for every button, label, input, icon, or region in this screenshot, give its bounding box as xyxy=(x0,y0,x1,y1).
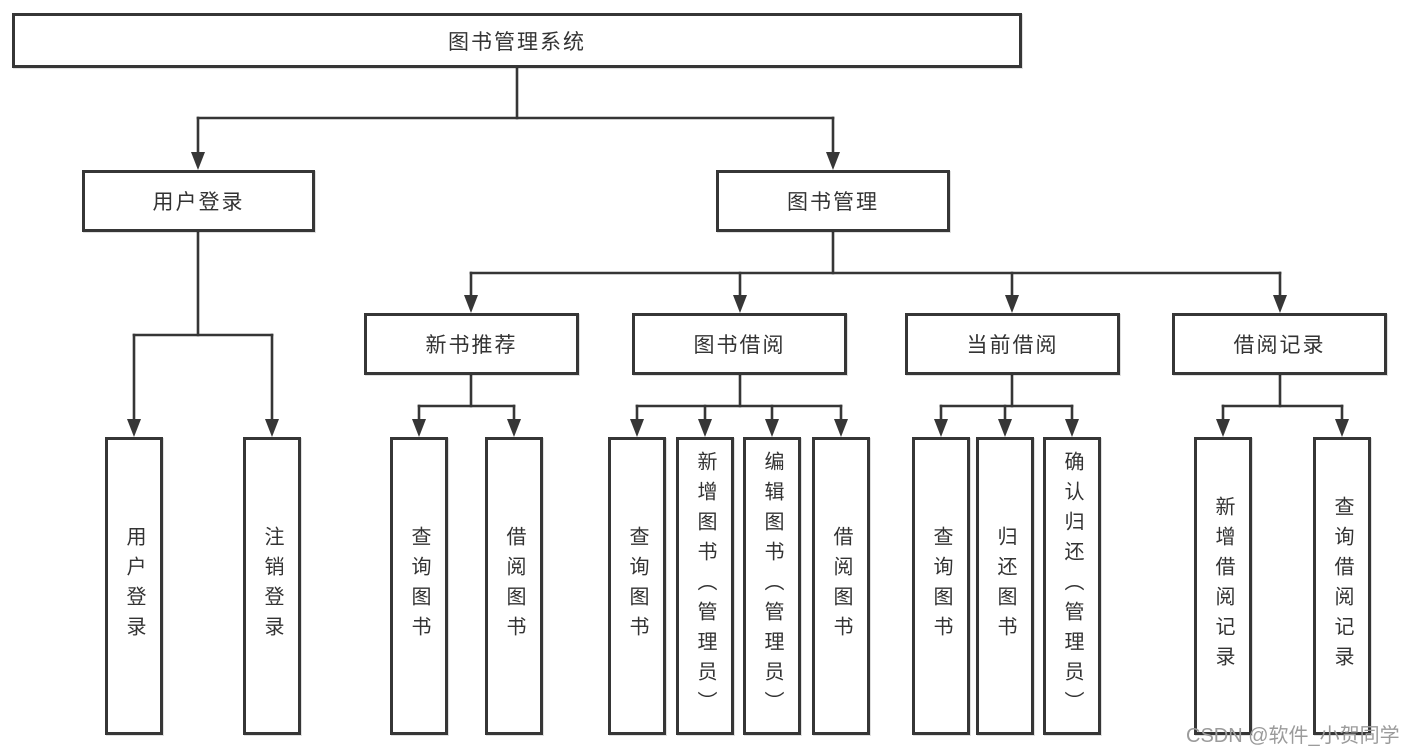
node-new-book-recommend: 新书推荐 xyxy=(364,313,579,375)
leaf-query-books-borrow: 查询图书 xyxy=(608,437,666,735)
leaf-borrow-books-borrow-label: 借阅图书 xyxy=(830,526,852,646)
leaf-edit-book-admin-label: 编辑图书（管理员） xyxy=(761,451,783,721)
leaf-query-books-current-label: 查询图书 xyxy=(930,526,952,646)
node-book-borrow-label: 图书借阅 xyxy=(693,334,786,357)
leaf-logout-label: 注销登录 xyxy=(261,526,283,646)
leaf-user-login: 用户登录 xyxy=(105,437,163,735)
node-user-login: 用户登录 xyxy=(82,170,315,232)
leaf-logout: 注销登录 xyxy=(243,437,301,735)
leaf-add-borrow-record-label: 新增借阅记录 xyxy=(1212,496,1234,676)
node-current-borrow-label: 当前借阅 xyxy=(966,334,1059,357)
leaf-user-login-label: 用户登录 xyxy=(123,526,145,646)
leaf-confirm-return-admin-label: 确认归还（管理员） xyxy=(1061,451,1083,721)
leaf-borrow-books-recommend-label: 借阅图书 xyxy=(503,526,525,646)
node-book-borrow: 图书借阅 xyxy=(632,313,847,375)
leaf-borrow-books-recommend: 借阅图书 xyxy=(485,437,543,735)
node-borrow-records-label: 借阅记录 xyxy=(1233,334,1326,357)
node-current-borrow: 当前借阅 xyxy=(905,313,1120,375)
leaf-query-books-borrow-label: 查询图书 xyxy=(626,526,648,646)
leaf-query-books-recommend-label: 查询图书 xyxy=(408,526,430,646)
node-user-login-label: 用户登录 xyxy=(152,191,245,214)
node-root-label: 图书管理系统 xyxy=(448,30,586,54)
leaf-add-book-admin-label: 新增图书（管理员） xyxy=(694,451,716,721)
node-book-management-label: 图书管理 xyxy=(787,191,879,214)
leaf-return-book-label: 归还图书 xyxy=(994,526,1016,646)
node-book-management: 图书管理 xyxy=(716,170,950,232)
leaf-add-book-admin: 新增图书（管理员） xyxy=(676,437,734,735)
leaf-return-book: 归还图书 xyxy=(976,437,1034,735)
csdn-watermark: CSDN @软件_小贺同学 xyxy=(1186,725,1400,747)
leaf-query-books-recommend: 查询图书 xyxy=(390,437,448,735)
leaf-borrow-books-borrow: 借阅图书 xyxy=(812,437,870,735)
node-root-system: 图书管理系统 xyxy=(12,13,1022,68)
leaf-query-books-current: 查询图书 xyxy=(912,437,970,735)
node-borrow-records: 借阅记录 xyxy=(1172,313,1387,375)
leaf-add-borrow-record: 新增借阅记录 xyxy=(1194,437,1252,735)
leaf-query-borrow-record-label: 查询借阅记录 xyxy=(1331,496,1353,676)
leaf-confirm-return-admin: 确认归还（管理员） xyxy=(1043,437,1101,735)
node-new-book-recommend-label: 新书推荐 xyxy=(425,334,518,357)
leaf-query-borrow-record: 查询借阅记录 xyxy=(1313,437,1371,735)
leaf-edit-book-admin: 编辑图书（管理员） xyxy=(743,437,801,735)
